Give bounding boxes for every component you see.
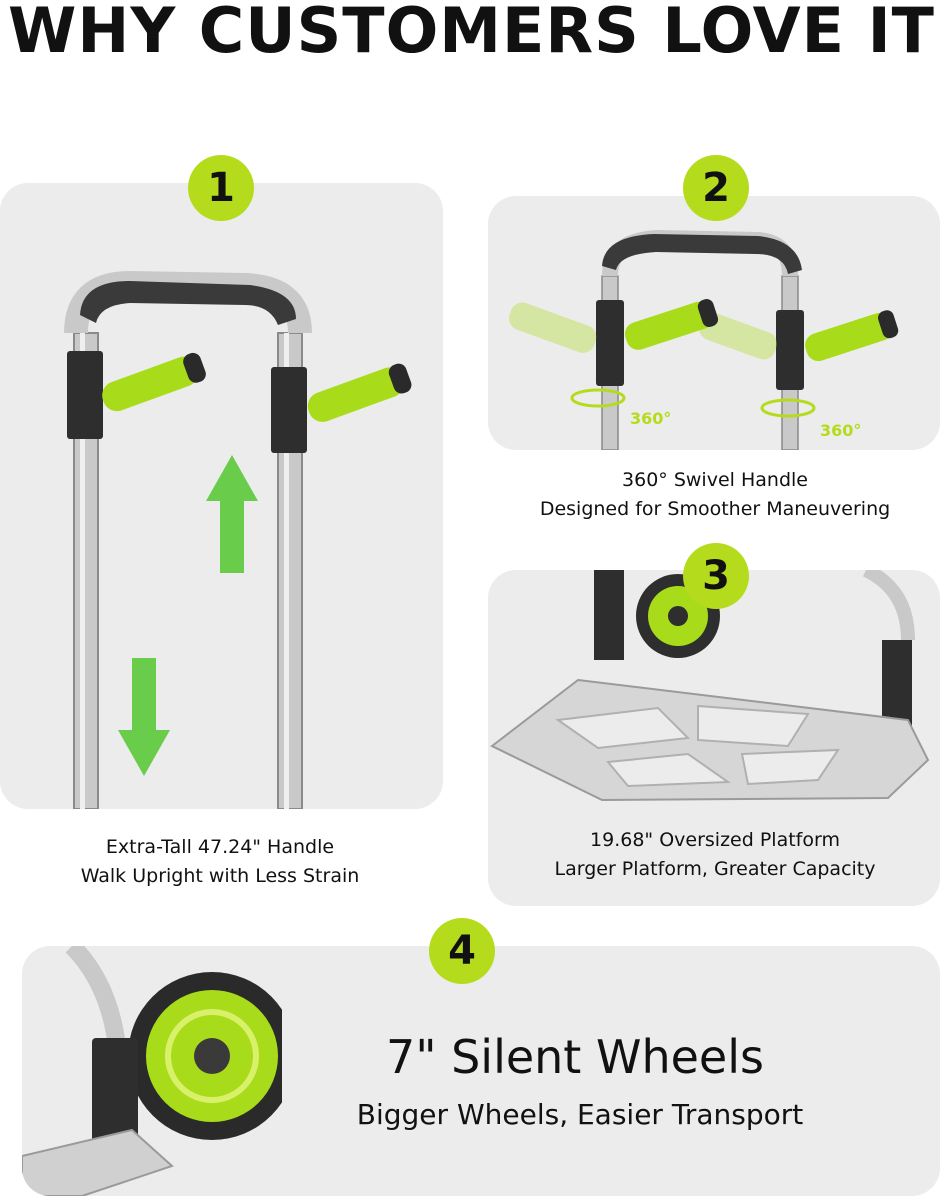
caption-line: 360° Swivel Handle (622, 469, 808, 491)
feature-caption-1: Extra-Tall 47.24" Handle Walk Upright wi… (20, 833, 420, 891)
tall-handle-illustration (64, 270, 412, 809)
feature-panel-platform (488, 570, 940, 906)
feature-number-badge-3: 3 (683, 543, 749, 609)
feature-number-badge-2: 2 (683, 155, 749, 221)
feature-panel-wheels (22, 946, 940, 1196)
caption-line: Larger Platform, Greater Capacity (554, 858, 876, 880)
rotation-label-right: 360° (820, 421, 862, 440)
caption-line: 19.68" Oversized Platform (590, 829, 840, 851)
page-headline: WHY CUSTOMERS LOVE IT (8, 0, 935, 67)
feature-number-badge-4: 4 (429, 918, 495, 984)
caption-line: Walk Upright with Less Strain (80, 865, 360, 887)
caption-line: Designed for Smoother Maneuvering (539, 498, 891, 520)
caption-line: Extra-Tall 47.24" Handle (105, 836, 335, 858)
silent-wheel-illustration (22, 946, 282, 1196)
feature-panel-swivel: 360° 360° (488, 196, 940, 450)
feature-caption-3: 19.68" Oversized Platform Larger Platfor… (500, 826, 930, 884)
feature-caption-2: 360° Swivel Handle Designed for Smoother… (500, 466, 930, 524)
feature-number-badge-1: 1 (188, 155, 254, 221)
rotation-label-left: 360° (630, 409, 672, 428)
feature-subtitle-4: Bigger Wheels, Easier Transport (356, 1098, 804, 1131)
swivel-handle-illustration (509, 229, 899, 450)
feature-title-4: 7" Silent Wheels (386, 1030, 764, 1084)
platform-illustration (490, 570, 930, 802)
feature-panel-handle (0, 183, 443, 809)
